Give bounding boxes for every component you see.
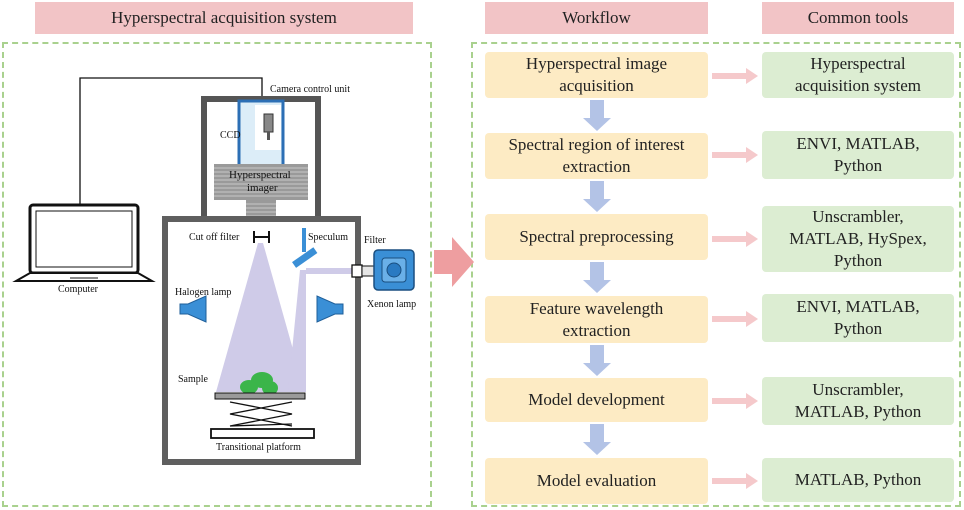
down-arrows xyxy=(583,100,611,455)
sample-tray xyxy=(214,392,306,400)
tool-model-development: Unscrambler, MATLAB, Python xyxy=(762,377,954,425)
label-cut-off-filter: Cut off filter xyxy=(189,232,240,243)
label-transitional-platform: Transitional platform xyxy=(216,442,301,453)
tool-model-evaluation: MATLAB, Python xyxy=(762,458,954,502)
label-hyperspectral-imager-2: imager xyxy=(247,182,278,194)
light-beam-right xyxy=(288,270,306,392)
label-speculum: Speculum xyxy=(308,232,348,243)
tool-roi-extraction: ENVI, MATLAB, Python xyxy=(762,131,954,179)
laptop xyxy=(12,203,156,282)
step-4-line2: extraction xyxy=(562,320,631,340)
speculum xyxy=(302,228,306,252)
light-beam-left xyxy=(216,243,305,392)
halogen-lamp-right xyxy=(316,295,344,323)
transitional-platform xyxy=(210,428,315,439)
tool-1-line1: Hyperspectral xyxy=(810,54,906,73)
tool-4-line1: ENVI, MATLAB, xyxy=(796,297,920,316)
step-2-line1: Spectral region of interest xyxy=(508,135,685,154)
tool-3-line3: Python xyxy=(833,251,883,270)
workflow-header: Workflow xyxy=(485,2,708,34)
system-panel xyxy=(2,42,432,507)
step-4-line1: Feature wavelength xyxy=(529,298,664,318)
label-sample: Sample xyxy=(178,374,208,385)
tool-2-line1: ENVI, MATLAB, xyxy=(796,134,920,153)
label-ccd: CCD xyxy=(220,130,241,141)
label-computer: Computer xyxy=(58,284,98,295)
halogen-lamp-left xyxy=(179,295,207,323)
control-cable xyxy=(79,77,263,262)
tool-3-line2: MATLAB, HySpex, xyxy=(789,229,927,248)
tool-acquisition-system: Hyperspectral acquisition system xyxy=(762,52,954,98)
tool-3-line1: Unscrambler, xyxy=(812,207,904,226)
hyperspectral-imager xyxy=(214,164,308,200)
step-1-line2: acquisition xyxy=(559,76,634,95)
tool-5-line1: Unscrambler, xyxy=(812,380,904,399)
step-2-line2: extraction xyxy=(562,157,631,176)
label-camera-control-unit: Camera control unit xyxy=(270,84,350,95)
step-1-line1: Hyperspectral image xyxy=(525,54,668,73)
tool-feature-wavelength: ENVI, MATLAB, Python xyxy=(762,294,954,342)
step-model-development: Model development xyxy=(485,378,708,422)
system-header: Hyperspectral acquisition system xyxy=(35,2,413,34)
label-halogen-lamp: Halogen lamp xyxy=(175,287,232,298)
big-right-arrow xyxy=(434,237,474,287)
workflow-panel xyxy=(471,42,961,507)
tools-header: Common tools xyxy=(762,2,954,34)
step-5-line1: Model development xyxy=(528,390,665,409)
tool-preprocessing: Unscrambler, MATLAB, HySpex, Python xyxy=(762,206,954,272)
filter xyxy=(351,264,363,278)
tool-2-line2: Python xyxy=(833,156,883,175)
tool-4-line2: Python xyxy=(833,319,883,338)
sample-leaves xyxy=(240,372,278,395)
label-hyperspectral-imager-1: Hyperspectral xyxy=(229,169,291,181)
step-spectral-roi-extraction: Spectral region of interest extraction xyxy=(485,133,708,179)
label-xenon-lamp: Xenon lamp xyxy=(367,299,417,310)
right-arrows xyxy=(712,68,758,489)
step-6-line1: Model evaluation xyxy=(536,471,657,490)
step-3-line1: Spectral preprocessing xyxy=(519,227,674,246)
tool-5-line2: MATLAB, Python xyxy=(794,402,922,421)
step-model-evaluation: Model evaluation xyxy=(485,458,708,504)
tool-6-line1: MATLAB, Python xyxy=(794,470,922,489)
step-hyperspectral-image-acquisition: Hyperspectral image acquisition xyxy=(485,52,708,98)
label-filter: Filter xyxy=(364,235,386,246)
step-spectral-preprocessing: Spectral preprocessing xyxy=(485,214,708,260)
tool-1-line2: acquisition system xyxy=(794,76,922,95)
